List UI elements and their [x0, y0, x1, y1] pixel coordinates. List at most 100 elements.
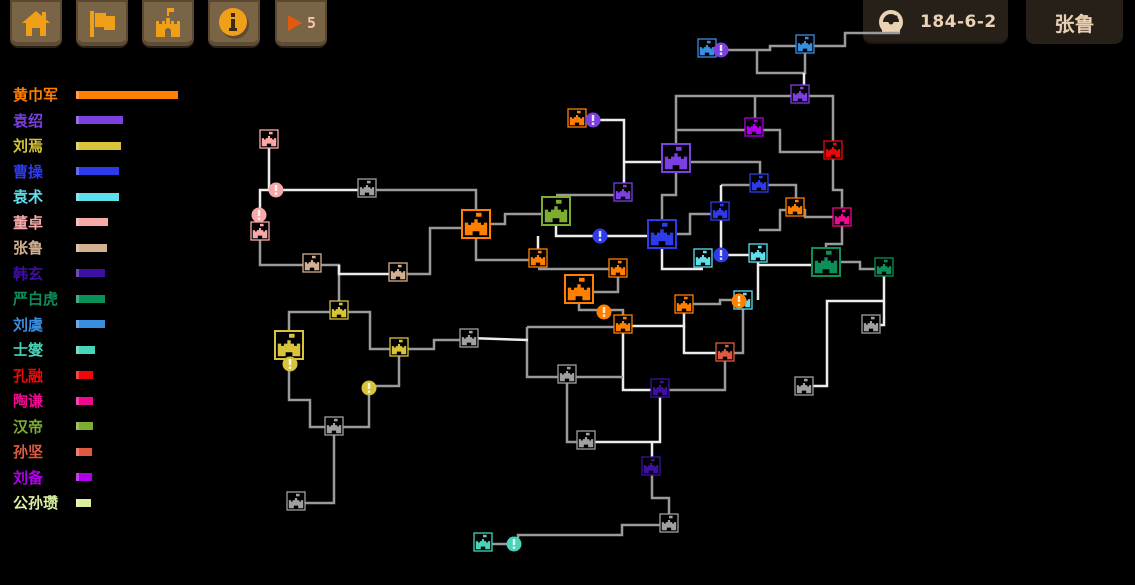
road: [621, 324, 660, 392]
city-c29[interactable]: [613, 314, 633, 334]
city-c1[interactable]: [259, 129, 279, 149]
alert-a10[interactable]: [361, 380, 377, 396]
city-c2[interactable]: [250, 221, 270, 241]
alert-a4[interactable]: [713, 42, 729, 58]
flag-icon: [805, 36, 809, 40]
castle-icon: [797, 40, 813, 52]
city-c34[interactable]: [329, 300, 349, 320]
flag-icon: [842, 209, 846, 213]
city-c41[interactable]: [324, 416, 344, 436]
city-c42[interactable]: [576, 430, 596, 450]
city-c35[interactable]: [274, 330, 304, 360]
flag-icon: [623, 184, 627, 188]
flag-icon: [556, 199, 562, 204]
castle-icon: [699, 44, 715, 56]
flag-icon: [296, 493, 300, 497]
road: [660, 162, 678, 234]
city-c39[interactable]: [650, 378, 670, 398]
city-c24[interactable]: [811, 247, 841, 277]
city-c19[interactable]: [785, 197, 805, 217]
alert-a2[interactable]: [251, 207, 267, 223]
speed-button[interactable]: 5: [275, 0, 327, 46]
player-faction-button[interactable]: 张鲁: [1026, 0, 1123, 44]
alert-a9[interactable]: [282, 356, 298, 372]
road: [258, 231, 341, 310]
castle-icon: [530, 254, 546, 266]
city-c6[interactable]: [461, 209, 491, 239]
city-c7[interactable]: [541, 196, 571, 226]
castle-icon: [650, 229, 674, 246]
city-c22[interactable]: [693, 248, 713, 268]
city-c30[interactable]: [674, 294, 694, 314]
city-c14[interactable]: [790, 84, 810, 104]
faction-strength-bar: [76, 422, 94, 431]
road: [337, 265, 398, 276]
city-c37[interactable]: [459, 328, 479, 348]
alert-a1[interactable]: [268, 182, 284, 198]
faction-name: 汉帝: [13, 417, 44, 436]
alert-a5[interactable]: [592, 228, 608, 244]
castle-icon: [796, 382, 812, 394]
city-c15[interactable]: [744, 117, 764, 137]
flag-button[interactable]: [76, 0, 128, 46]
alert-a3[interactable]: [585, 112, 601, 128]
faction-name: 刘虞: [13, 315, 44, 334]
city-c25[interactable]: [874, 257, 894, 277]
alerts-layer: [251, 42, 747, 552]
alert-a8[interactable]: [731, 293, 747, 309]
city-c23[interactable]: [748, 243, 768, 263]
city-c20[interactable]: [832, 207, 852, 227]
alert-a11[interactable]: [506, 536, 522, 552]
city-c3[interactable]: [357, 178, 377, 198]
city-c13[interactable]: [795, 34, 815, 54]
city-c10[interactable]: [661, 143, 691, 173]
castle-icon: [156, 8, 180, 37]
city-c8[interactable]: [528, 248, 548, 268]
city-c5[interactable]: [388, 262, 408, 282]
city-c18[interactable]: [710, 201, 730, 221]
city-c26[interactable]: [608, 258, 628, 278]
city-c45[interactable]: [659, 513, 679, 533]
flag-icon: [651, 458, 655, 462]
city-c46[interactable]: [473, 532, 493, 552]
city-c16[interactable]: [823, 140, 843, 160]
castle-button[interactable]: [142, 0, 194, 46]
legend-row: 张鲁: [13, 235, 178, 261]
alert-a6[interactable]: [713, 247, 729, 263]
flag-icon: [826, 250, 832, 255]
home-button[interactable]: [10, 0, 62, 46]
legend-row: 刘虞: [13, 312, 178, 338]
exclamation-dot: [719, 52, 723, 55]
legend-row: 汉帝: [13, 414, 178, 440]
cities-layer: [250, 34, 894, 552]
city-c21[interactable]: [647, 219, 677, 249]
city-c43[interactable]: [641, 456, 661, 476]
castle-icon: [277, 340, 301, 357]
faction-name: 袁术: [13, 188, 44, 207]
city-c32[interactable]: [861, 314, 881, 334]
city-c9[interactable]: [613, 182, 633, 202]
faction-strength-bar: [76, 345, 96, 354]
flag-icon: [476, 212, 482, 217]
faction-strength-bar: [76, 320, 105, 329]
date-display: 184-6-2: [863, 0, 1008, 44]
city-c17[interactable]: [749, 173, 769, 193]
faction-name: 韩玄: [13, 264, 44, 283]
city-c4[interactable]: [302, 253, 322, 273]
castle-icon: [326, 422, 342, 434]
alert-a7[interactable]: [596, 304, 612, 320]
exclamation-dot: [367, 390, 371, 393]
city-c40[interactable]: [794, 376, 814, 396]
city-c33[interactable]: [715, 342, 735, 362]
faction-strength-bar: [76, 294, 105, 303]
city-c11[interactable]: [567, 108, 587, 128]
city-c12[interactable]: [697, 38, 717, 58]
faction-strength-bar: [76, 218, 108, 227]
city-c28[interactable]: [564, 274, 594, 304]
city-c38[interactable]: [557, 364, 577, 384]
city-c44[interactable]: [286, 491, 306, 511]
info-button[interactable]: [208, 0, 260, 46]
city-c36[interactable]: [389, 337, 409, 357]
road: [586, 390, 662, 444]
